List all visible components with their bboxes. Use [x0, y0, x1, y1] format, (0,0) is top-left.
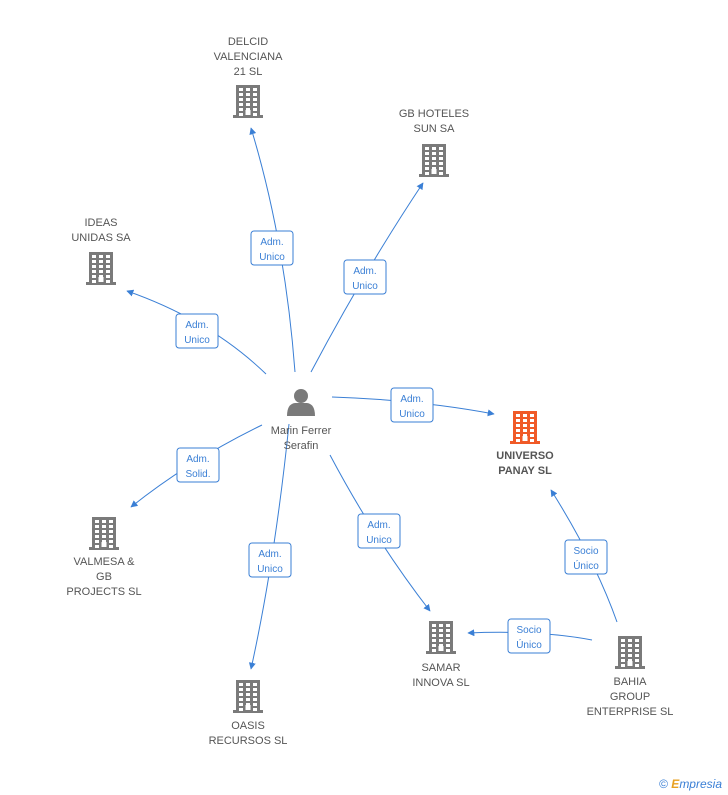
footer-brand: © Empresia [659, 777, 722, 791]
building-icon [89, 517, 119, 550]
edge-label: Adm.Unico [366, 520, 392, 546]
edge-label-box[interactable] [507, 618, 551, 654]
building-icon [426, 621, 456, 654]
edge-marin-samar: Adm.Unico [329, 454, 431, 612]
edge-label: Adm.Unico [259, 237, 285, 263]
edge-marin-oasis: Adm.Unico [248, 423, 292, 670]
edge-label-box[interactable] [357, 513, 401, 549]
edge-marin-valmesa: Adm.Solid. [130, 424, 263, 508]
building-icon [419, 144, 449, 177]
edge-label: Adm.Unico [184, 320, 210, 346]
edge-label-box[interactable] [176, 447, 220, 483]
edge-label: Adm.Unico [352, 266, 378, 292]
edges-layer: Adm.UnicoAdm.UnicoAdm.UnicoAdm.UnicoAdm.… [126, 127, 618, 670]
brand-logo-initial: E [671, 777, 680, 791]
edge-label: Adm.Solid. [185, 454, 210, 480]
edge-label-box[interactable] [250, 230, 294, 266]
building-icon [615, 636, 645, 669]
edge-label: Adm.Unico [399, 394, 425, 420]
edge-marin-universo: Adm.Unico [331, 387, 495, 423]
brand-logo-text: mpresia [679, 777, 722, 791]
edge-label-box[interactable] [175, 313, 219, 349]
edge-label-box[interactable] [564, 539, 608, 575]
building-icon [233, 85, 263, 118]
edge-marin-delcid: Adm.Unico [249, 127, 296, 373]
building-icon [86, 252, 116, 285]
edge-marin-ideas: Adm.Unico [126, 289, 267, 375]
person-icon [287, 389, 315, 416]
copyright-symbol: © [659, 777, 668, 791]
edge-label-box[interactable] [248, 542, 292, 578]
edge-label: Adm.Unico [257, 549, 283, 575]
building-icon [510, 411, 540, 444]
edge-label-box[interactable] [343, 259, 387, 295]
edge-label-box[interactable] [390, 387, 434, 423]
building-icon [233, 680, 263, 713]
edge-marin-gbhoteles: Adm.Unico [310, 182, 424, 373]
